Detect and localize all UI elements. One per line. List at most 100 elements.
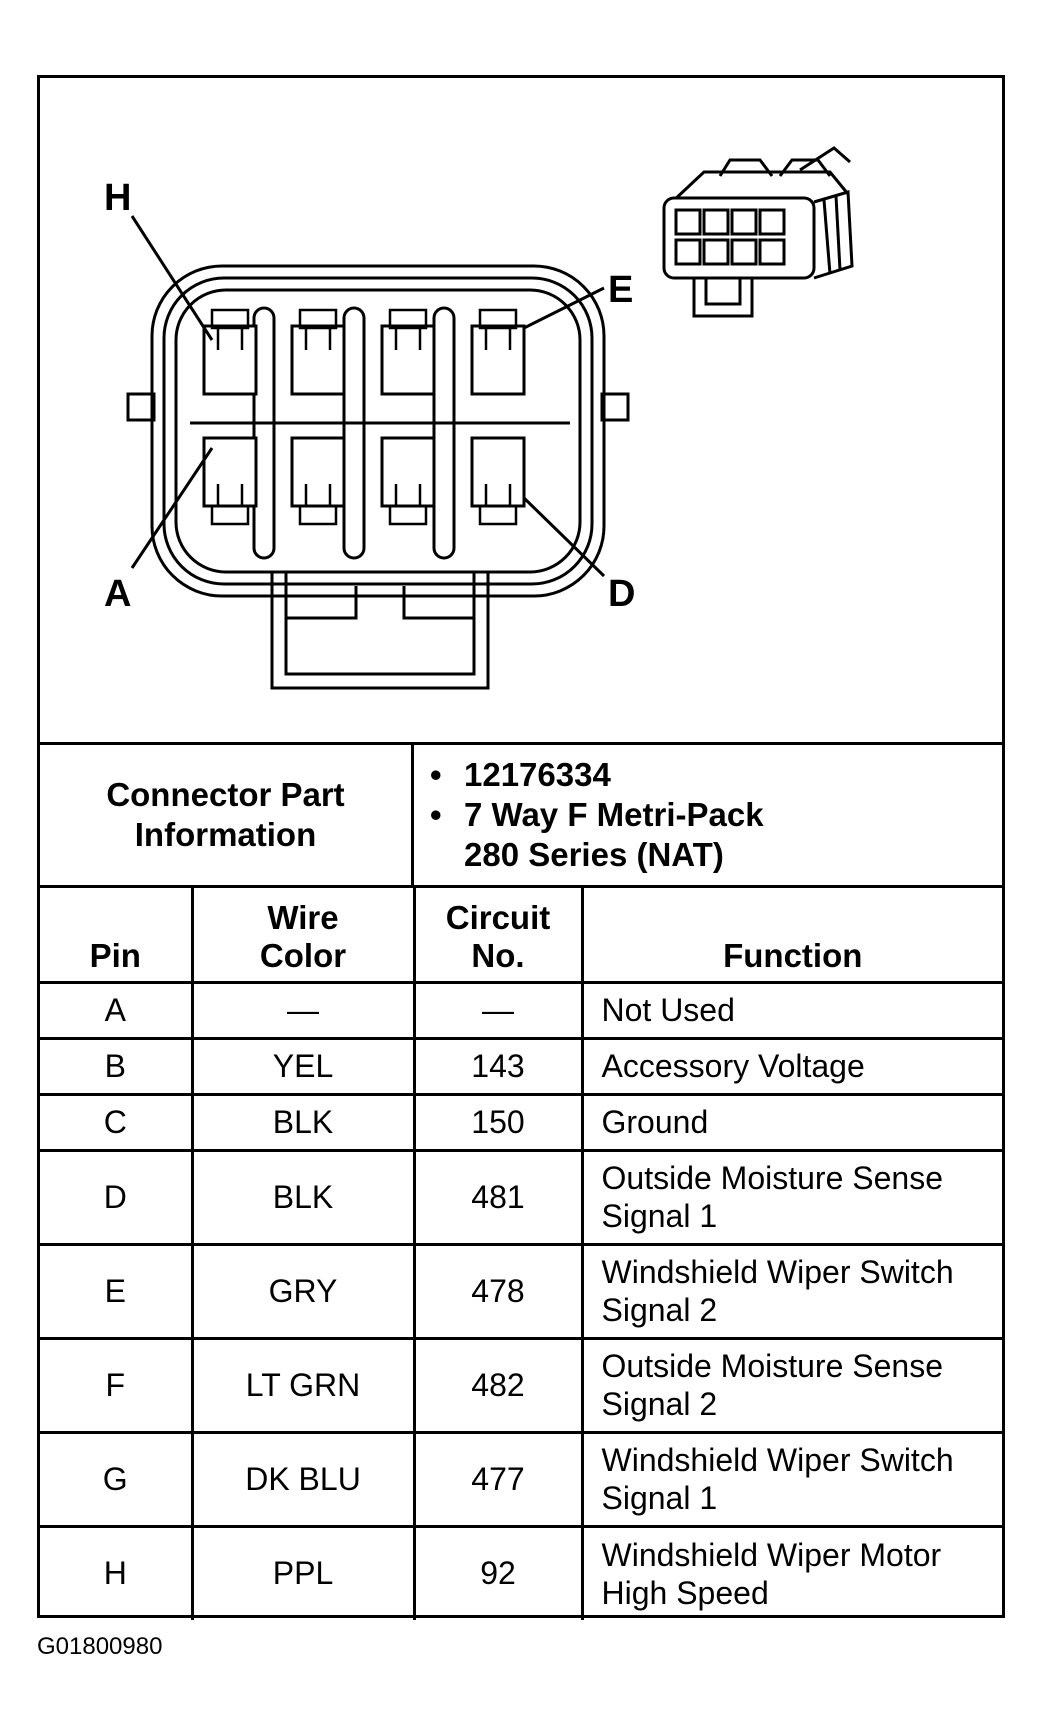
leader-A	[130, 447, 214, 569]
leader-D	[522, 496, 606, 578]
circuit-cell: 477	[412, 1430, 584, 1528]
function-line: Accessory Voltage	[601, 1048, 865, 1084]
terminal-B	[298, 504, 338, 526]
pin-cell: H	[40, 1524, 194, 1620]
lock-tab-latch	[286, 586, 474, 620]
function-line: High Speed	[601, 1574, 769, 1611]
callout-E: E	[608, 269, 633, 311]
connector-diagram: H E A D	[40, 78, 1002, 742]
pin-cell: D	[40, 1148, 194, 1246]
header-function: Function	[580, 888, 1002, 984]
table-header-row: Pin Wire Color Circuit No. Function	[40, 888, 1002, 984]
callout-H: H	[104, 177, 131, 219]
wire-color-cell: BLK	[190, 1148, 416, 1246]
terminal-G	[298, 308, 338, 330]
connector-part-info: Connector Part Information 12176334 7 Wa…	[40, 742, 1002, 888]
left-ear	[126, 392, 156, 422]
function-line: Not Used	[601, 992, 735, 1028]
header-circuit-line2: No.	[471, 936, 525, 974]
table-row: C BLK 150 Ground	[40, 1092, 1002, 1152]
table-row: H PPL 92 Windshield Wiper Motor High Spe…	[40, 1524, 1002, 1620]
circuit-cell: 478	[412, 1242, 584, 1340]
terminal-H	[210, 308, 250, 330]
info-label-line1: Connector Part	[106, 776, 345, 813]
cavity-C	[380, 436, 436, 508]
cavity-F	[380, 324, 436, 396]
function-cell: Windshield Wiper Switch Signal 2	[580, 1242, 1002, 1340]
function-cell: Ground	[580, 1092, 1002, 1152]
header-circuit-no: Circuit No.	[412, 888, 584, 984]
pin-cell: B	[40, 1036, 194, 1096]
circuit-cell: 143	[412, 1036, 584, 1096]
top-row-cavities	[202, 324, 526, 396]
function-cell: Not Used	[580, 980, 1002, 1040]
info-label-line2: Information	[134, 816, 317, 853]
connector-part-info-label: Connector Part Information	[40, 745, 414, 885]
figure-code: G01800980	[37, 1633, 163, 1660]
table-row: A — — Not Used	[40, 980, 1002, 1040]
function-cell: Outside Moisture Sense Signal 2	[580, 1336, 1002, 1434]
pin-cell: E	[40, 1242, 194, 1340]
function-line: Windshield Wiper Switch	[601, 1442, 954, 1478]
function-line: Windshield Wiper Motor	[601, 1536, 942, 1573]
part-number: 12176334	[464, 756, 611, 793]
function-cell: Windshield Wiper Switch Signal 1	[580, 1430, 1002, 1528]
header-circuit-line1: Circuit	[445, 898, 551, 936]
terminal-C	[388, 504, 428, 526]
housing-inner	[174, 288, 582, 574]
pin-cell: F	[40, 1336, 194, 1434]
table-row: D BLK 481 Outside Moisture Sense Signal …	[40, 1148, 1002, 1246]
housing-outer	[150, 264, 606, 598]
terminal-F	[388, 308, 428, 330]
function-line: Outside Moisture Sense	[601, 1160, 944, 1196]
housing-ring	[162, 276, 594, 586]
separator-3	[432, 306, 456, 560]
function-line: Signal 1	[601, 1480, 718, 1516]
table-row: F LT GRN 482 Outside Moisture Sense Sign…	[40, 1336, 1002, 1434]
terminal-D	[478, 504, 518, 526]
connector-type-line2: 280 Series (NAT)	[464, 836, 724, 873]
leader-E	[523, 286, 605, 330]
cavity-D	[470, 436, 526, 508]
connector-type-item: 7 Way F Metri-Pack 280 Series (NAT)	[430, 795, 1002, 875]
wire-color-cell: BLK	[190, 1092, 416, 1152]
cavity-H	[202, 324, 258, 396]
lock-tab-inner	[284, 572, 476, 676]
part-number-item: 12176334	[430, 755, 1002, 795]
header-pin: Pin	[40, 888, 194, 984]
wire-color-cell: LT GRN	[190, 1336, 416, 1434]
function-cell: Accessory Voltage	[580, 1036, 1002, 1096]
terminal-E	[478, 308, 518, 330]
header-wire-color: Wire Color	[190, 888, 416, 984]
function-cell: Outside Moisture Sense Signal 1	[580, 1148, 1002, 1246]
callout-D: D	[608, 573, 635, 615]
lock-tab-outer	[270, 572, 490, 690]
pin-cell: A	[40, 980, 194, 1040]
connector-type-line1: 7 Way F Metri-Pack	[464, 796, 764, 833]
table-row: G DK BLU 477 Windshield Wiper Switch Sig…	[40, 1430, 1002, 1528]
leader-H	[130, 215, 214, 341]
right-ear	[600, 392, 630, 422]
wire-color-cell: PPL	[190, 1524, 416, 1620]
callout-A: A	[104, 573, 131, 615]
connector-card: H E A D	[37, 75, 1005, 1620]
cavity-E	[470, 324, 526, 396]
pin-cell: G	[40, 1430, 194, 1528]
circuit-cell: 150	[412, 1092, 584, 1152]
wire-color-cell: YEL	[190, 1036, 416, 1096]
circuit-cell: —	[412, 980, 584, 1040]
connector-face-drawing: H E A D	[104, 146, 854, 690]
separator-2	[342, 306, 366, 560]
bottom-row-cavities	[202, 436, 526, 508]
circuit-cell: 92	[412, 1524, 584, 1620]
terminal-A	[210, 504, 250, 526]
header-wire-color-line1: Wire	[267, 898, 339, 936]
connector-part-info-list: 12176334 7 Way F Metri-Pack 280 Series (…	[414, 745, 1002, 885]
wire-color-cell: GRY	[190, 1242, 416, 1340]
table-row: E GRY 478 Windshield Wiper Switch Signal…	[40, 1242, 1002, 1340]
function-line: Windshield Wiper Switch	[601, 1254, 954, 1290]
header-wire-color-line2: Color	[259, 936, 347, 974]
wire-color-cell: —	[190, 980, 416, 1040]
function-line: Signal 2	[601, 1292, 718, 1328]
wire-color-cell: DK BLU	[190, 1430, 416, 1528]
